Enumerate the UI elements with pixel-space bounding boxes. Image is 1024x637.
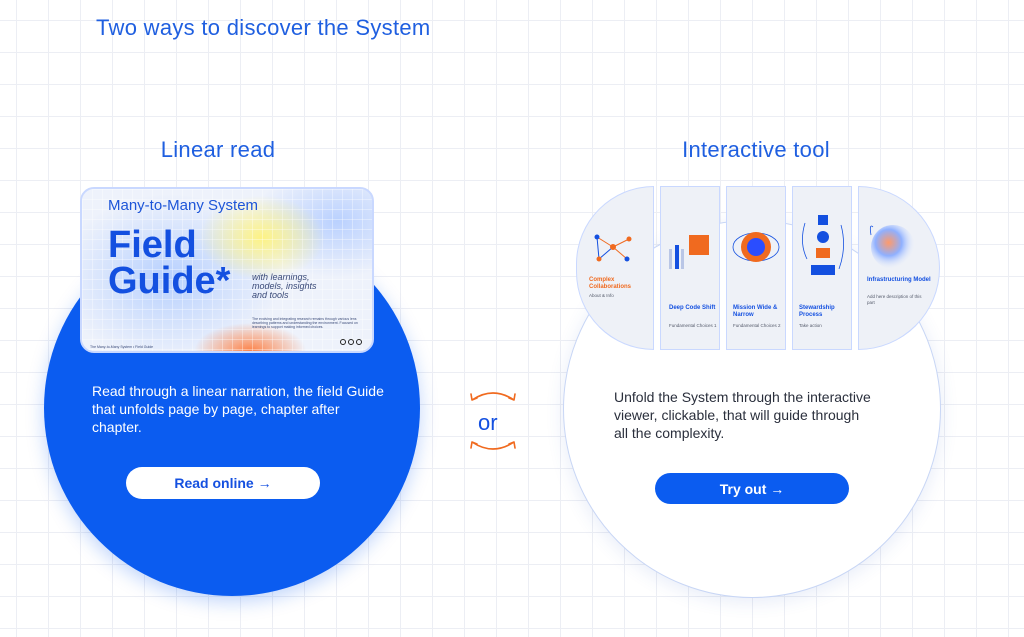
- interactive-tool-heading: Interactive tool: [682, 137, 830, 162]
- panel-stewardship-process[interactable]: Stewardship Process Take action: [792, 186, 852, 350]
- cover-description: The evolving and integrating research re…: [252, 317, 358, 329]
- cover-title-line2: Guide*: [108, 260, 231, 302]
- panel-complex-collaborations-subtitle: About & Info: [589, 293, 614, 298]
- code-shift-icon: [669, 235, 709, 269]
- license-icons: [340, 339, 362, 345]
- cover-title: Field Guide*: [108, 224, 231, 302]
- interactive-tool-description: Unfold the System through the interactiv…: [614, 389, 871, 441]
- try-out-button[interactable]: Try out →: [655, 473, 849, 504]
- interactive-viewer-preview[interactable]: Complex Collaborations About & Info Deep…: [576, 186, 940, 354]
- cover-footer: The Many-to-Many System • Field Guide: [90, 345, 154, 349]
- swap-arrow-bottom-icon: [470, 441, 516, 450]
- panel-mission-wide-narrow-subtitle: Fundamental Choices 2: [733, 323, 781, 328]
- linear-read-heading: Linear read: [160, 137, 276, 162]
- swap-arrow-top-icon: [470, 392, 516, 401]
- cover-title-line1: Field: [108, 224, 197, 266]
- panel-mission-wide-narrow-title: Mission Wide & Narrow: [733, 305, 778, 318]
- panel-stewardship-process-subtitle: Take action: [799, 323, 822, 328]
- panel-stewardship-process-title: Stewardship Process: [799, 305, 835, 318]
- panel-mission-wide-narrow[interactable]: Mission Wide & Narrow Fundamental Choice…: [726, 186, 786, 350]
- network-icon: [594, 234, 632, 262]
- panel-deep-code-shift-subtitle: Fundamental Choices 1: [669, 323, 717, 328]
- or-label: or: [478, 410, 498, 435]
- by-icon: [348, 339, 354, 345]
- panel-deep-code-shift-title: Deep Code Shift: [669, 305, 716, 311]
- cc-icon: [340, 339, 346, 345]
- panel-complex-collaborations-title: Complex Collaborations: [589, 277, 632, 290]
- panel-complex-collaborations[interactable]: Complex Collaborations About & Info: [576, 186, 654, 350]
- panel-infrastructuring-model-title: Infrastructuring Model: [867, 277, 931, 283]
- process-steps-icon: [802, 215, 844, 275]
- read-online-button[interactable]: Read online →: [126, 467, 320, 499]
- cover-subtitle: Many-to-Many System: [108, 197, 259, 214]
- field-guide-cover[interactable]: Many-to-Many System Field Guide* with le…: [80, 187, 374, 353]
- sa-icon: [356, 339, 362, 345]
- panel-infrastructuring-model-subtitle: Add here description of this part: [867, 294, 922, 305]
- cover-tagline: with learnings, models, insights and too…: [252, 272, 317, 300]
- linear-read-description: Read through a linear narration, the fie…: [92, 383, 384, 435]
- cover-grid: [82, 189, 372, 351]
- panel-infrastructuring-model[interactable]: Infrastructuring Model Add here descript…: [858, 186, 940, 350]
- infrastructure-blob-icon: [869, 225, 915, 269]
- mission-orbit-icon: [732, 232, 780, 262]
- page-title: Two ways to discover the System: [96, 15, 431, 40]
- panel-deep-code-shift[interactable]: Deep Code Shift Fundamental Choices 1: [660, 186, 720, 350]
